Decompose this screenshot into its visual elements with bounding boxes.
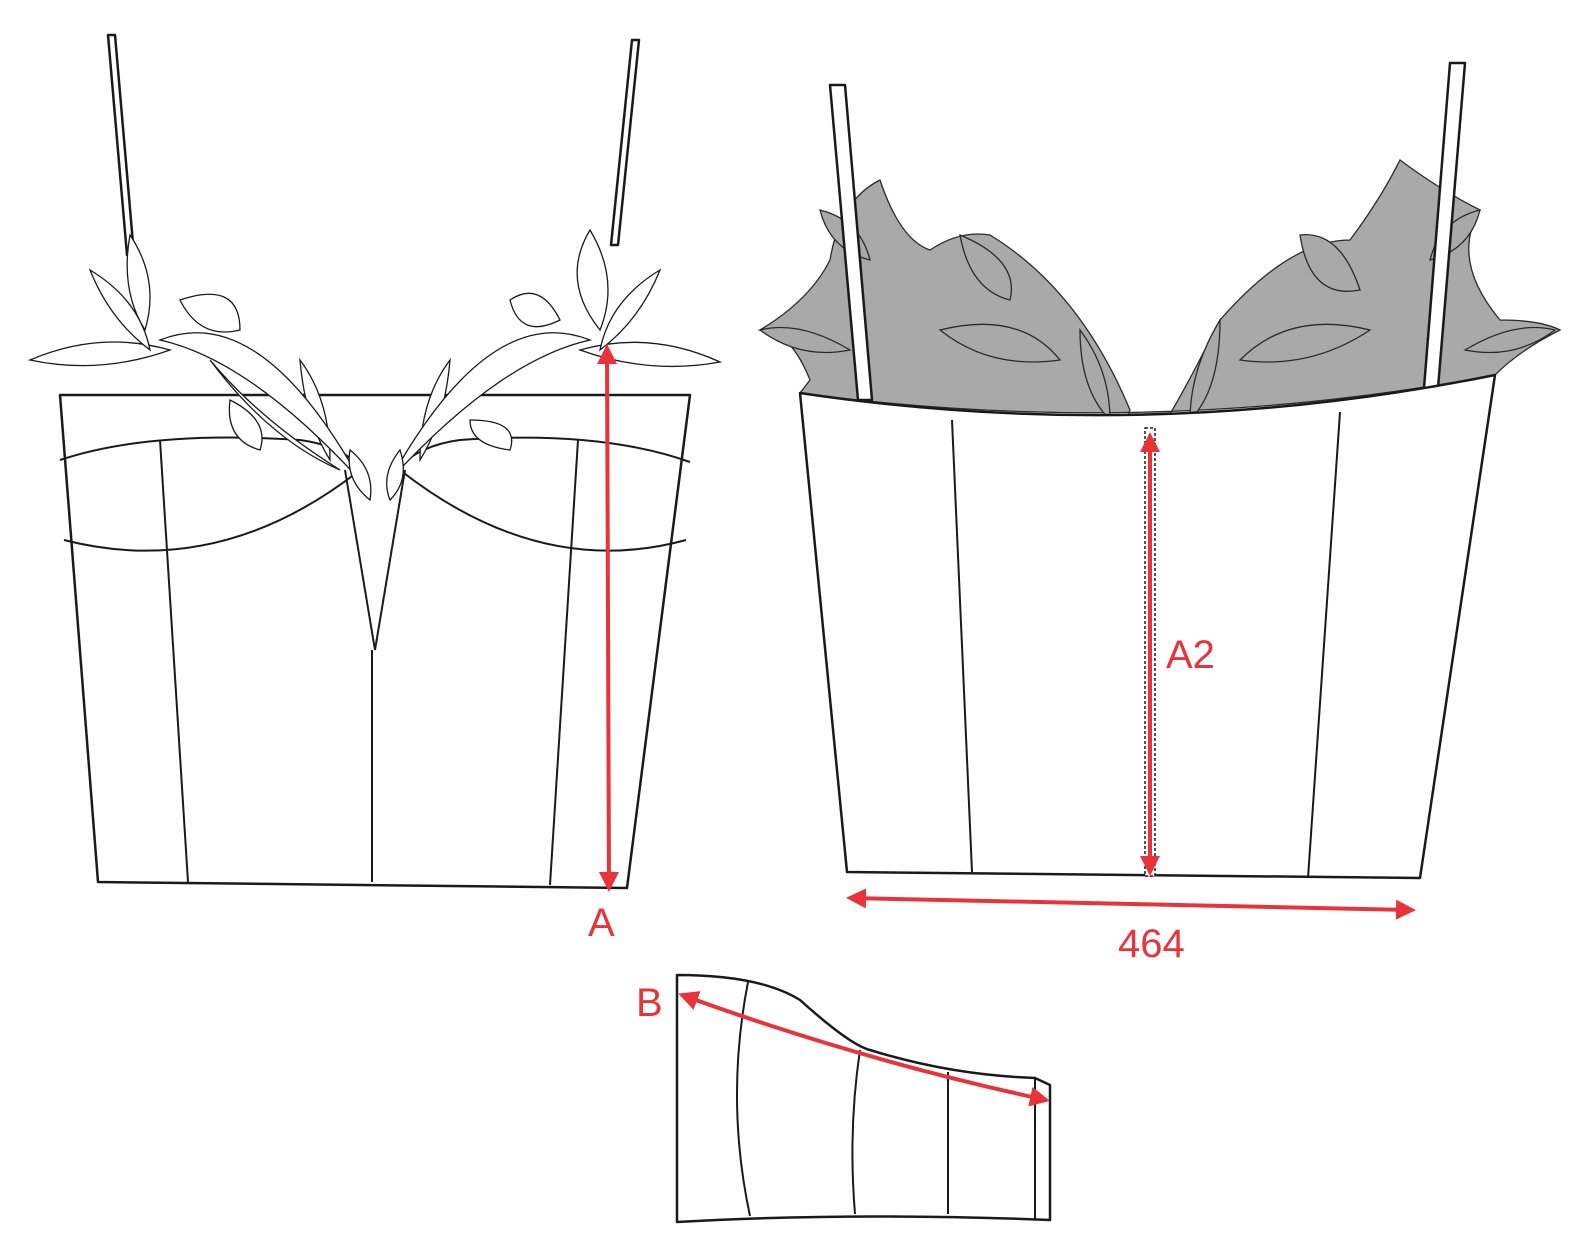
measurements: A A2 464 B: [588, 344, 1416, 1107]
front-view: [27, 33, 723, 890]
front-left-strap: [106, 33, 136, 257]
label-464: 464: [1118, 922, 1185, 966]
front-left-seam: [159, 439, 189, 883]
label-b: B: [636, 981, 663, 1025]
measure-arrow-width: [846, 888, 1416, 920]
front-right-underwire: [399, 469, 687, 552]
front-body: [58, 393, 692, 890]
front-left-underwire: [63, 469, 361, 552]
measure-arrow-a: [597, 344, 619, 892]
front-center-v: [344, 469, 406, 651]
label-a2: A2: [1166, 633, 1215, 677]
back-right-seam: [1307, 411, 1341, 879]
label-a: A: [588, 901, 615, 945]
back-left-seam: [951, 419, 973, 873]
back-view: [757, 61, 1562, 880]
front-right-seam: [549, 439, 579, 886]
front-right-strap: [609, 38, 641, 247]
measure-arrow-b: [678, 991, 1050, 1107]
back-left-strap: [828, 83, 874, 402]
front-floral-lace: [27, 228, 723, 502]
